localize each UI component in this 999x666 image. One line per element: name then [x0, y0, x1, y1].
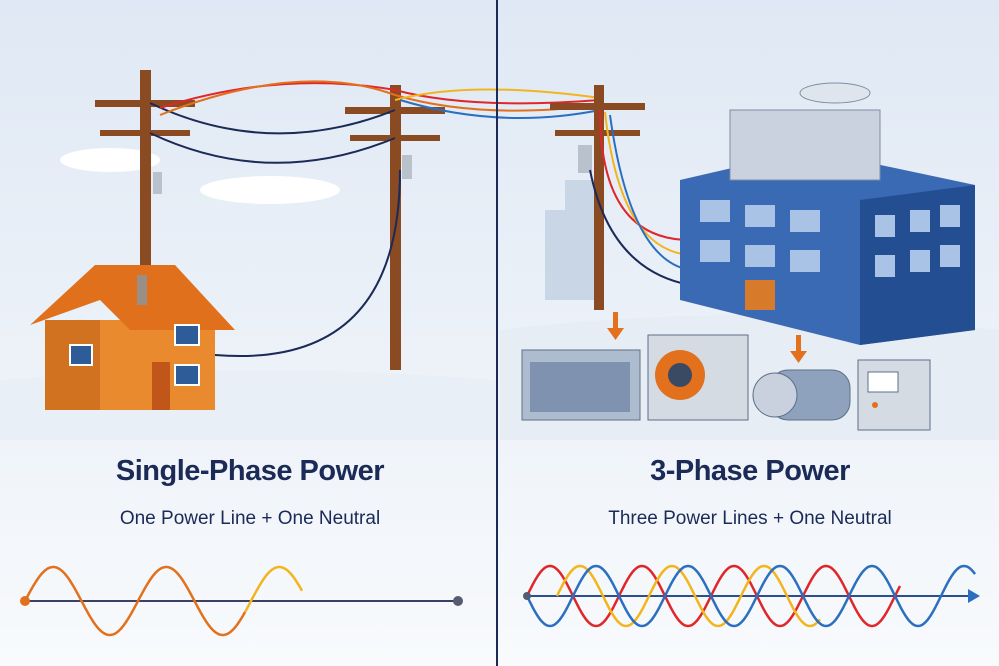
control-panel: [857, 359, 931, 431]
power-lines-left: [149, 80, 601, 357]
background-buildings: [545, 180, 595, 300]
single-phase-subtitle: One Power Line + One Neutral: [119, 508, 381, 529]
utility-pole-left: [95, 70, 195, 370]
axis-end-dot: [453, 596, 463, 606]
utility-pole-right: [550, 85, 645, 310]
down-arrow-icon: [607, 312, 807, 363]
axis-arrow-icon: [968, 589, 980, 603]
cloud: [60, 148, 160, 172]
house: [30, 265, 235, 410]
electric-motor: [752, 369, 851, 421]
three-phase-subtitle: Three Power Lines + One Neutral: [608, 508, 892, 529]
single-phase-title: Single-Phase Power: [115, 455, 385, 487]
hvac-unit: [521, 349, 641, 421]
three-phase-title: 3-Phase Power: [650, 455, 850, 487]
cloud: [200, 176, 340, 204]
phase-c-wave: [525, 564, 977, 628]
single-phase-wave-tail: [243, 565, 304, 613]
single-phase-wave: [23, 565, 247, 637]
phase-a-wave: [525, 564, 902, 628]
industrial-machine: [647, 334, 749, 421]
phase-b-wave: [555, 564, 821, 628]
power-lines-right: [589, 109, 691, 286]
axis-start-dot: [523, 592, 531, 600]
commercial-building: [680, 82, 975, 345]
